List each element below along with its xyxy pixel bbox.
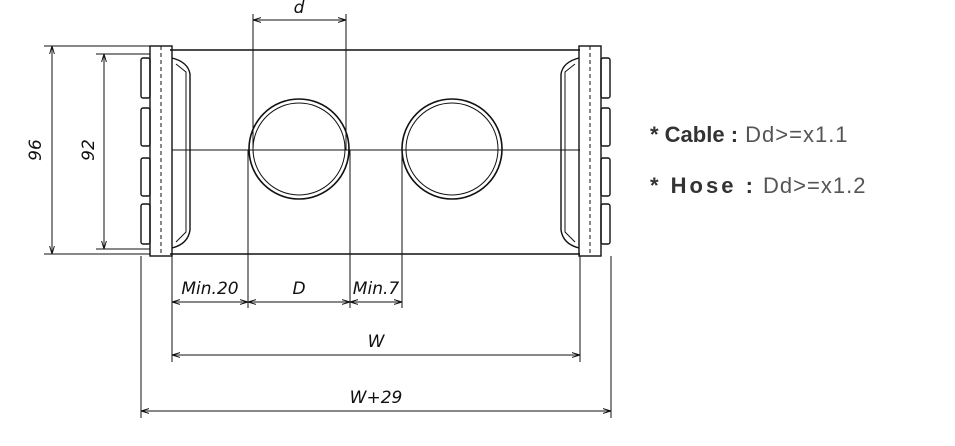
dim-label-92: 92 — [79, 139, 99, 161]
cable-circle-2 — [401, 98, 503, 200]
dim-label-W: W — [368, 332, 386, 352]
dim-label-min20: Min.20 — [181, 279, 238, 299]
dim-label-96: 96 — [26, 139, 46, 161]
carrier-body — [140, 45, 611, 257]
dim-label-d: d — [294, 0, 305, 18]
right-side-bar — [560, 45, 611, 257]
cable-note-value: Dd>=x1.1 — [738, 122, 849, 147]
dimension-lines — [44, 14, 612, 418]
dim-label-min7: Min.7 — [353, 279, 400, 299]
dim-label-W29: W+29 — [350, 388, 403, 408]
hose-note: * Hose : Dd>=x1.2 — [650, 173, 866, 199]
cable-circle-1 — [248, 98, 350, 200]
dim-label-D: D — [292, 279, 305, 299]
dimension-labels: d 96 92 Min.20 D Min.7 W W+29 — [26, 0, 402, 408]
cable-note-label: * Cable : — [650, 122, 739, 147]
hose-note-value: Dd>=x1.2 — [755, 173, 867, 198]
left-side-bar — [140, 45, 191, 257]
cable-note: * Cable : Dd>=x1.1 — [650, 122, 849, 148]
hose-note-label: * Hose : — [650, 173, 756, 198]
